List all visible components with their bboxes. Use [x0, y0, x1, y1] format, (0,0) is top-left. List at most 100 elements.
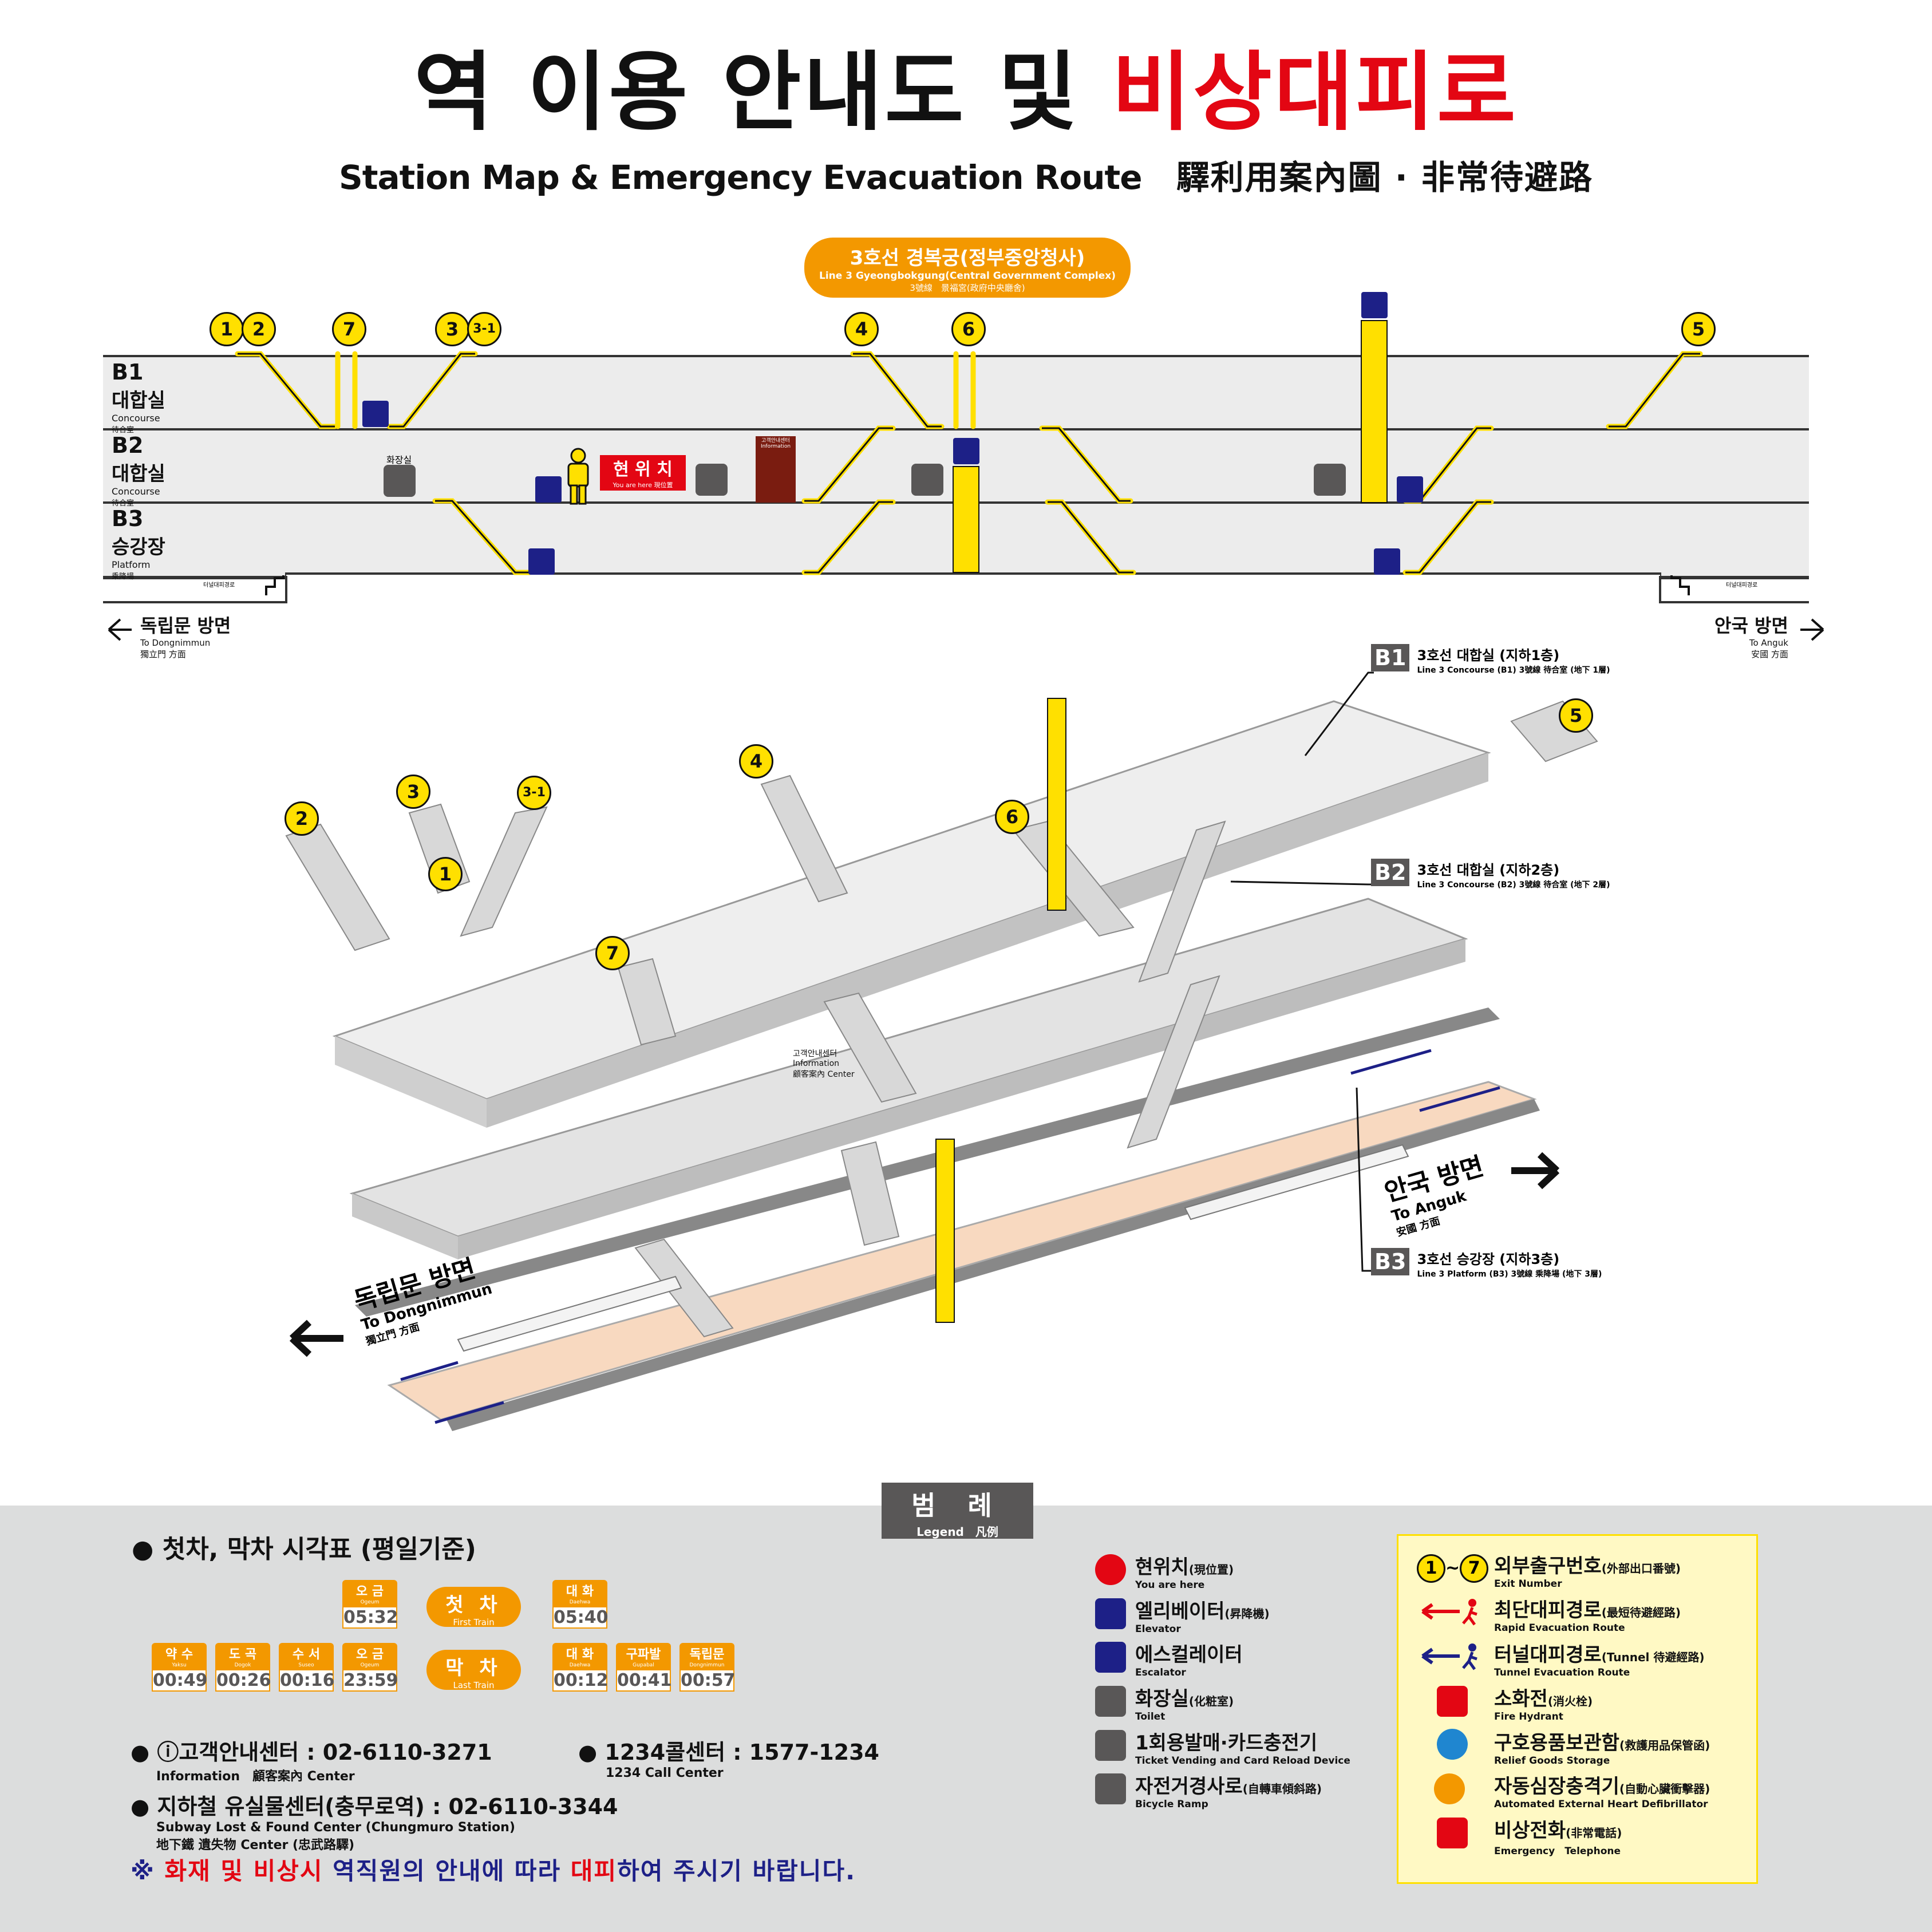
- train-time: 00:26: [215, 1669, 271, 1692]
- station-name-en: Daehwa: [552, 1599, 607, 1606]
- legend-item-bicycle: 자전거경사로(自轉車傾斜路) Bicycle Ramp: [1135, 1771, 1322, 1810]
- legend-item-exit-number: 외부출구번호(外部出口番號) Exit Number: [1494, 1550, 1681, 1590]
- iso-exit-5: 5: [1559, 698, 1593, 733]
- legend-kr: 터널대피경로: [1494, 1643, 1602, 1666]
- last-train-time: 독립문 Dongnimmun 00:57: [679, 1643, 736, 1692]
- title-block: 역 이용 안내도 및 비상대피로 Station Map & Emergency…: [0, 46, 1932, 199]
- legend-kr: 자동심장충격기: [1494, 1775, 1619, 1798]
- direction-kr: 안국 방면: [1714, 615, 1788, 637]
- exit-number-5: 5: [1681, 312, 1716, 346]
- last-train-time: 약 수 Yaksu 00:49: [152, 1643, 208, 1692]
- station-name: 약 수: [152, 1643, 207, 1662]
- schedule-title: ● 첫차, 막차 시각표 (평일기준): [132, 1535, 476, 1564]
- legend-en: Bicycle Ramp: [1135, 1799, 1208, 1810]
- last-train-en: Last Train: [453, 1680, 495, 1690]
- iso-exit-3-1: 3-1: [517, 776, 551, 810]
- floor-code: B3: [112, 506, 144, 531]
- exit-number-icon: 1~7: [1417, 1554, 1489, 1583]
- page-subtitle: Station Map & Emergency Evacuation Route…: [0, 151, 1932, 199]
- line-badge-kr: 3호선 경복궁(정부중앙청사): [850, 247, 1085, 270]
- legend-item-rapid-evacuation: 최단대피경로(最短待避經路) Rapid Evacuation Route: [1494, 1594, 1681, 1634]
- iso-info-en: Information: [793, 1059, 840, 1068]
- isometric-diagram: [285, 671, 1598, 1431]
- lost-found-contact: ● 지하철 유실물센터(충무로역) : 02-6110-3344 Subway …: [131, 1789, 618, 1853]
- ticket-vending-icon: [696, 464, 728, 496]
- station-name-en: Ogeum: [342, 1599, 397, 1606]
- station-name: 오 금: [342, 1643, 397, 1662]
- info-center-contact: ● ⓘ고객안내센터 : 02-6110-3271 Information 顧客案…: [131, 1735, 492, 1784]
- legend-kr: 최단대피경로: [1494, 1599, 1602, 1622]
- iso-label-en: Line 3 Concourse (B1) 3號線 待合室 (地下 1層): [1417, 666, 1610, 675]
- station-name-en: Yaksu: [152, 1662, 207, 1669]
- train-time: 23:59: [342, 1669, 398, 1692]
- legend-item-defibrillator: 자동심장충격기(自動心臟衝擊器) Automated External Hear…: [1494, 1771, 1710, 1810]
- legend-small: (最短待避經路): [1601, 1606, 1681, 1619]
- legend-small: (消火栓): [1547, 1694, 1593, 1708]
- page-title: 역 이용 안내도 및 비상대피로: [0, 46, 1932, 140]
- station-name-en: Daehwa: [552, 1662, 607, 1669]
- legend-item-here: 현위치(現位置) You are here: [1135, 1551, 1234, 1591]
- notice-red-1: 화재 및 비상시: [164, 1857, 323, 1885]
- last-train-time: 대 화 Daehwa 00:12: [552, 1643, 609, 1692]
- exit-number-6: 6: [951, 312, 986, 346]
- legend-item-fire-hydrant: 소화전(消火栓) Fire Hydrant: [1494, 1683, 1593, 1722]
- legend-small: (救護用品保管函): [1619, 1739, 1710, 1752]
- floor-code: B2: [112, 433, 144, 458]
- lost-found-cjk: 地下鐵 遺失物 Center (忠武路驛): [156, 1838, 355, 1852]
- legend-kr: 1회용발매·카드충전기: [1135, 1732, 1318, 1755]
- notice-end: 하여 주시기 바랍니다.: [617, 1857, 856, 1885]
- iso-exit-2: 2: [285, 801, 319, 836]
- iso-exit-1: 1: [428, 857, 463, 891]
- legend-kr: 구호용품보관함: [1494, 1732, 1619, 1755]
- lost-found-en: Subway Lost & Found Center (Chungmuro St…: [156, 1820, 515, 1835]
- legend-item-ticket: 1회용발매·카드충전기 Ticket Vending and Card Relo…: [1135, 1727, 1350, 1767]
- train-time: 00:49: [152, 1669, 208, 1692]
- floor-en: Platform: [112, 559, 151, 570]
- toilet-icon: [1095, 1686, 1126, 1717]
- legend-kr: 비상전화: [1494, 1819, 1566, 1842]
- station-name: 수 서: [279, 1643, 334, 1662]
- info-kr: 고객안내센터: [761, 438, 790, 444]
- escalator-icon: [1374, 548, 1400, 575]
- emergency-phone-icon: [1437, 1818, 1468, 1848]
- elevator-icon: [1361, 292, 1388, 318]
- elevator-icon: [953, 438, 979, 464]
- train-time: 00:16: [279, 1669, 335, 1692]
- iso-info-kr: 고객안내센터: [793, 1049, 837, 1058]
- iso-label-code: B1: [1371, 644, 1410, 671]
- escalator-icon: [1397, 476, 1423, 503]
- first-train-time-daehwa: 대 화 Daehwa 05:40: [552, 1580, 609, 1629]
- legend-en: Rapid Evacuation Route: [1494, 1622, 1625, 1634]
- info-center-en: Information 顧客案內 Center: [156, 1769, 355, 1784]
- train-time: 00:57: [679, 1669, 736, 1692]
- floor-en: Concourse: [112, 486, 160, 497]
- legend-small: (外部出口番號): [1601, 1562, 1681, 1575]
- legend-kr: 에스컬레이터: [1135, 1643, 1243, 1666]
- floor-code: B1: [112, 359, 144, 385]
- direction-left: 독립문 방면 To Dongnimmun 獨立門 方面: [140, 611, 231, 660]
- first-train-pill: 첫 차 First Train: [426, 1587, 521, 1627]
- exit-range-start: 1: [1417, 1554, 1445, 1583]
- direction-right: 안국 방면 To Anguk 安國 方面: [1714, 611, 1788, 660]
- section-diagram-lines: [103, 320, 1824, 641]
- exit-range-end: 7: [1460, 1554, 1489, 1583]
- iso-exit-4: 4: [739, 744, 773, 779]
- call-center-kr: ● 1234콜센터 : 1577-1234: [578, 1740, 879, 1765]
- evacuation-notice: ※ 화재 및 비상시 역직원의 안내에 따라 대피하여 주시기 바랍니다.: [131, 1852, 856, 1887]
- station-name: 대 화: [552, 1580, 607, 1599]
- floor-en: Concourse: [112, 413, 160, 424]
- floor-cjk: 乘降場: [112, 572, 135, 581]
- legend-item-toilet: 화장실(化粧室) Toilet: [1135, 1683, 1234, 1722]
- legend-en: Elevator: [1135, 1623, 1181, 1635]
- floor-label-b2: B2 대합실 Concourse 待合室: [112, 433, 165, 508]
- station-name: 독립문: [679, 1643, 734, 1662]
- tunnel-evacuation-icon: [1421, 1643, 1477, 1670]
- notice-red-2: 대피: [570, 1857, 618, 1885]
- station-name: 구파발: [616, 1643, 671, 1662]
- legend-small: (自動心臟衝擊器): [1619, 1782, 1710, 1796]
- legend-item-relief-goods: 구호용품보관함(救護用品保管函) Relief Goods Storage: [1494, 1727, 1710, 1767]
- first-train-en: First Train: [453, 1617, 495, 1627]
- subtitle-cjk: 驛利用案內圖 · 非常待避路: [1176, 158, 1594, 197]
- legend-small: (現位置): [1188, 1563, 1234, 1577]
- floor-label-b1: B1 대합실 Concourse 待合室: [112, 359, 165, 434]
